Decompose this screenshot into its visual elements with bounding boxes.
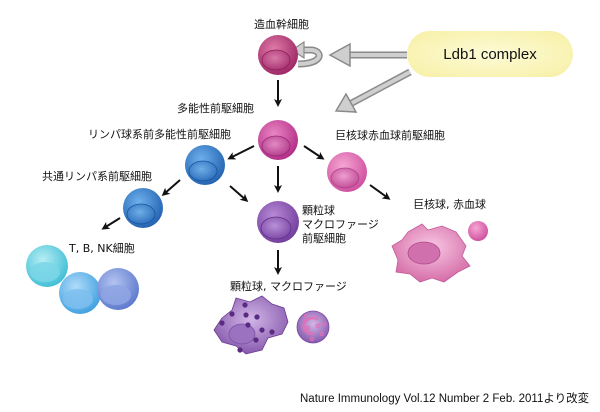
- label-mpp: 多能性前駆細胞: [177, 102, 254, 115]
- label-gmp-line2: マクロファージ: [302, 218, 379, 231]
- cell-mpp: [258, 120, 298, 160]
- label-gran-mac: 顆粒球, マクロファージ: [230, 280, 347, 293]
- cell-clp: [123, 188, 163, 228]
- label-tbnk: T, B, NK細胞: [69, 242, 135, 255]
- cell-megakaryocyte: [391, 223, 471, 283]
- cell-b: [59, 272, 101, 314]
- arrow-lmpp-to-gmp: [229, 185, 249, 202]
- label-hsc: 造血幹細胞: [254, 18, 309, 31]
- cell-erythrocyte: [468, 221, 488, 241]
- label-mep: 巨核球赤血球前駆細胞: [335, 129, 445, 142]
- cell-lmpp: [185, 145, 225, 185]
- cell-t: [26, 245, 68, 287]
- cell-hsc: [258, 35, 298, 75]
- regulation-arrow-to-hsc: [328, 42, 407, 68]
- arrow-mpp-to-mep: [303, 145, 325, 160]
- cell-mep: [327, 152, 367, 192]
- regulation-arrow-to-mpp: [334, 68, 412, 113]
- cell-macrophage: [213, 295, 289, 355]
- arrow-lmpp-to-clp: [161, 179, 181, 196]
- arrow-mep-to-mkery: [369, 184, 391, 200]
- citation: Nature Immunology Vol.12 Number 2 Feb. 2…: [300, 393, 590, 405]
- arrow-mpp-to-lmpp: [227, 145, 255, 160]
- ldb1-complex-badge: Ldb1 complex: [407, 31, 573, 77]
- label-mk-ery: 巨核球, 赤血球: [413, 198, 486, 211]
- label-gmp-line3: 前駆細胞: [302, 232, 346, 245]
- label-lmpp: リンパ球系前多能性前駆細胞: [88, 128, 231, 141]
- cell-granulocyte: [296, 310, 330, 344]
- label-gmp-line1: 顆粒球: [302, 204, 335, 217]
- label-clp: 共通リンパ系前駆細胞: [42, 170, 152, 183]
- arrow-clp-to-tbnk: [101, 217, 121, 230]
- cell-nk: [97, 268, 139, 310]
- cell-gmp: [257, 201, 299, 243]
- self-renewal-arrow: [290, 40, 323, 68]
